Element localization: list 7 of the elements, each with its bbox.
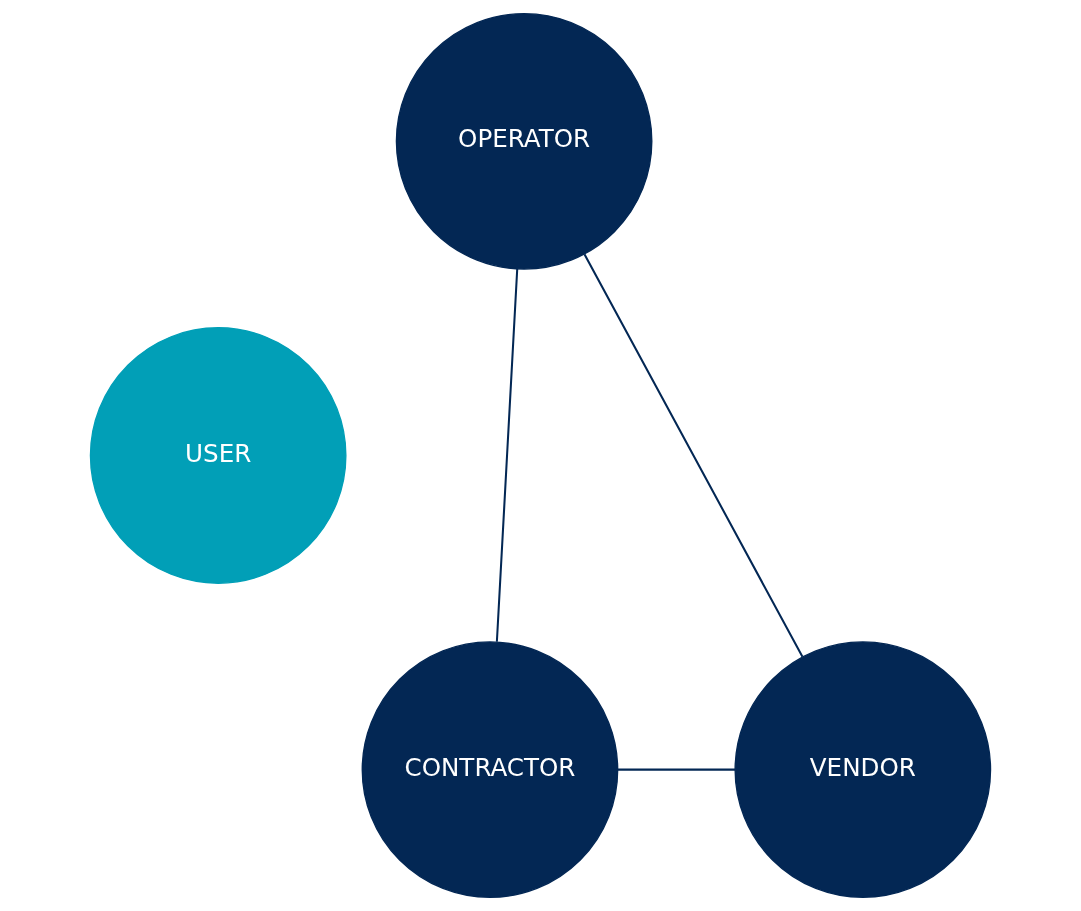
- node-circle: CONTRACTOR: [361, 641, 619, 899]
- connector: [495, 268, 519, 642]
- node-circle: OPERATOR: [395, 12, 653, 270]
- node-circle: VENDOR: [734, 641, 992, 899]
- node-circle: USER: [89, 327, 347, 584]
- connector: [583, 253, 804, 658]
- connector: [617, 768, 736, 771]
